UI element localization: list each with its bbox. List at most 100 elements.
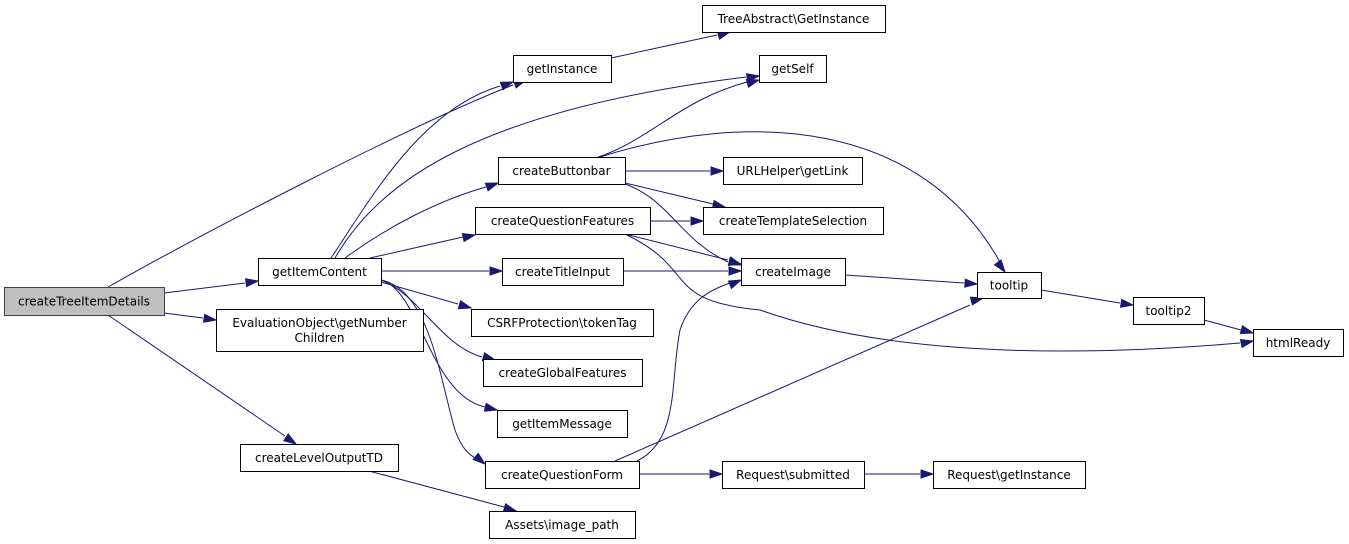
edge-line [597,81,748,158]
arrowhead-icon [709,469,724,479]
edge-createQuestionForm-to-tooltip [614,296,985,462]
edge-Request_submitted-to-Request_getInstance [864,469,935,479]
edge-tooltip2-to-htmlReady [1203,319,1255,335]
node-URLHelper_getLink[interactable]: URLHelper\getLink [723,157,863,185]
node-box[interactable] [216,309,424,352]
edge-line [334,76,747,259]
node-getSelf[interactable]: getSelf [759,55,827,83]
node-box[interactable] [485,461,640,489]
node-label: createGlobalFeatures [499,366,627,380]
node-box[interactable] [240,444,399,472]
arrowhead-icon [1239,325,1255,335]
node-getItemContent[interactable]: getItemContent [258,258,382,286]
node-label: createQuestionFeatures [491,214,634,228]
edge-createTreeItemDetails-to-getItemContent [163,278,260,294]
node-Assets_image_path[interactable]: Assets\image_path [489,511,636,539]
node-box[interactable] [933,461,1086,489]
node-createQuestionForm[interactable]: createQuestionForm [485,461,640,489]
node-htmlReady[interactable]: htmlReady [1253,329,1344,357]
arrowhead-icon [483,402,499,412]
edge-createQuestionForm-to-createImage [636,279,743,462]
edge-getItemContent-to-getItemMessage [380,279,499,412]
arrowhead-icon [710,166,725,176]
node-TreeAbstract_GetInstance[interactable]: TreeAbstract\GetInstance [702,5,886,33]
node-label: createImage [755,265,831,279]
node-createTemplateSelection[interactable]: createTemplateSelection [703,207,884,235]
arrowhead-icon [920,469,935,479]
edge-line [380,279,486,408]
node-label: createTemplateSelection [719,214,867,228]
node-box[interactable] [258,258,382,286]
node-box[interactable] [513,55,612,83]
node-box[interactable] [475,207,651,235]
arrowhead-icon [502,503,518,513]
node-createTreeItemDetails[interactable]: createTreeItemDetails [4,287,165,316]
node-box[interactable] [4,287,165,316]
node-box[interactable] [1133,297,1205,325]
edge-getItemContent-to-createTitleInput [381,266,504,276]
node-tooltip2[interactable]: tooltip2 [1133,297,1205,325]
node-Request_getInstance[interactable]: Request\getInstance [933,461,1086,489]
node-Request_submitted[interactable]: Request\submitted [722,461,865,489]
node-box[interactable] [702,5,886,33]
edge-createButtonbar-to-tooltip [599,131,1006,274]
edge-createImage-to-tooltip [844,274,979,288]
edge-line [380,279,479,461]
node-label: createButtonbar [512,164,610,178]
node-label: EvaluationObject\getNumber [232,316,406,330]
node-getItemMessage[interactable]: getItemMessage [497,410,628,438]
arrowhead-icon [969,296,985,306]
edge-tooltip-to-tooltip2 [1040,289,1135,308]
node-box[interactable] [483,359,643,387]
node-createGlobalFeatures[interactable]: createGlobalFeatures [483,359,643,387]
node-box[interactable] [498,157,626,185]
node-box[interactable] [703,207,884,235]
node-CSRFProtection_tokenTag[interactable]: CSRFProtection\tokenTag [471,309,654,337]
node-box[interactable] [977,272,1042,299]
arrowhead-icon [244,278,260,288]
edge-getInstance-to-TreeAbstract_GetInstance [610,30,732,59]
arrowhead-icon [993,259,1006,274]
node-box[interactable] [497,410,628,438]
node-box[interactable] [722,461,865,489]
node-label: Request\getInstance [947,468,1071,482]
arrowhead-icon [745,78,761,88]
node-label: getItemMessage [512,417,612,431]
node-label: TreeAbstract\GetInstance [717,12,870,26]
edge-createButtonbar-to-createTemplateSelection [624,182,727,209]
node-createButtonbar[interactable]: createButtonbar [498,157,626,185]
node-label: createLevelOutputTD [255,451,383,465]
node-createLevelOutputTD[interactable]: createLevelOutputTD [240,444,399,472]
node-label: Assets\image_path [505,518,619,532]
edge-line [844,274,965,284]
edge-line [624,233,1241,352]
node-box[interactable] [741,258,846,286]
arrowhead-icon [964,278,979,288]
edge-line [107,314,286,437]
arrowhead-icon [282,433,298,445]
node-label: htmlReady [1266,336,1331,350]
node-createTitleInput[interactable]: createTitleInput [502,258,624,286]
node-box[interactable] [723,157,863,185]
node-label: CSRFProtection\tokenTag [487,316,637,330]
node-box[interactable] [1253,329,1344,357]
node-label: getSelf [771,62,814,76]
node-createImage[interactable]: createImage [741,258,846,286]
nodes-layer: createTreeItemDetails getItemContentEvalu… [4,5,1344,539]
node-box[interactable] [489,511,636,539]
node-label: Children [295,331,345,345]
edge-line [610,34,718,59]
node-createQuestionFeatures[interactable]: createQuestionFeatures [475,207,651,235]
node-tooltip[interactable]: tooltip [977,272,1042,299]
node-box[interactable] [502,258,624,286]
edge-getItemContent-to-createQuestionFeatures [369,233,477,259]
node-box[interactable] [759,55,827,83]
node-label: getItemContent [272,265,367,279]
node-box[interactable] [471,309,654,337]
node-getInstance[interactable]: getInstance [513,55,612,83]
edge-createTitleInput-to-createImage [623,266,743,276]
edge-createQuestionForm-to-Request_submitted [639,469,724,479]
edge-createTreeItemDetails-to-createLevelOutputTD [107,314,298,445]
